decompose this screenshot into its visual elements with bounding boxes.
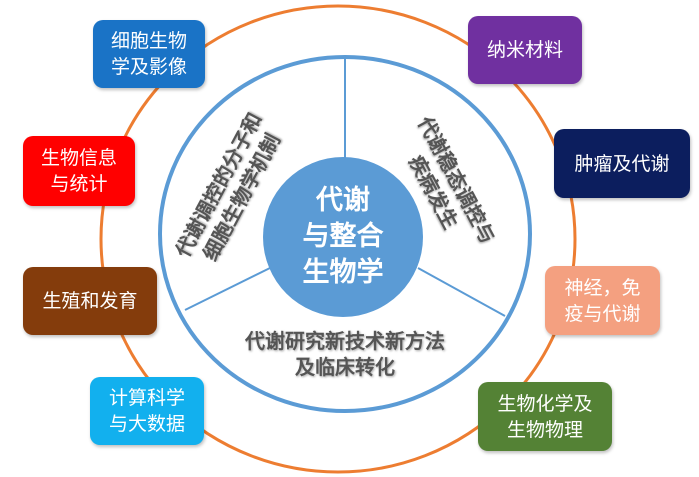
sector-text: 代谢研究新技术新方法	[245, 329, 445, 353]
box-biochemistry-biophysics: 生物化学及生物物理	[478, 382, 612, 451]
box-text: 与大数据	[108, 413, 185, 435]
center-text: 代谢	[316, 185, 370, 216]
box-text: 与统计	[50, 173, 108, 195]
box-text: 神经，免	[564, 276, 641, 299]
sector-text: 及临床转化	[295, 355, 395, 379]
box-text: 学及影像	[110, 56, 187, 78]
divider-left	[184, 267, 271, 311]
center-circle: 代谢 与整合 生物学	[263, 157, 423, 317]
box-text: 计算科学	[108, 387, 185, 409]
box-text: 生物物理	[506, 418, 583, 441]
box-text: 生物化学及	[497, 392, 593, 415]
divider-right	[417, 267, 506, 317]
box-text: 细胞生物	[110, 30, 187, 52]
box-text: 生物信息	[40, 147, 117, 169]
box-neuro-immune: 神经，免疫与代谢	[545, 266, 660, 335]
center-text: 与整合	[302, 221, 384, 252]
box-text: 生殖和发育	[42, 290, 138, 312]
box-nanomaterials: 纳米材料	[468, 16, 582, 84]
box-computational-science: 计算科学与大数据	[90, 377, 204, 445]
box-tumor-metabolism: 肿瘤及代谢	[554, 129, 690, 198]
outer-ring	[99, 4, 577, 474]
sector-new-technologies: 代谢研究新技术新方法 及临床转化	[205, 328, 485, 380]
box-reproduction-development: 生殖和发育	[23, 267, 157, 335]
center-text: 生物学	[302, 257, 384, 288]
box-cell-biology-imaging: 细胞生物学及影像	[93, 20, 205, 88]
box-text: 疫与代谢	[564, 302, 641, 325]
box-bioinformatics: 生物信息与统计	[23, 136, 135, 206]
box-text: 肿瘤及代谢	[574, 152, 670, 175]
box-text: 纳米材料	[486, 39, 563, 61]
